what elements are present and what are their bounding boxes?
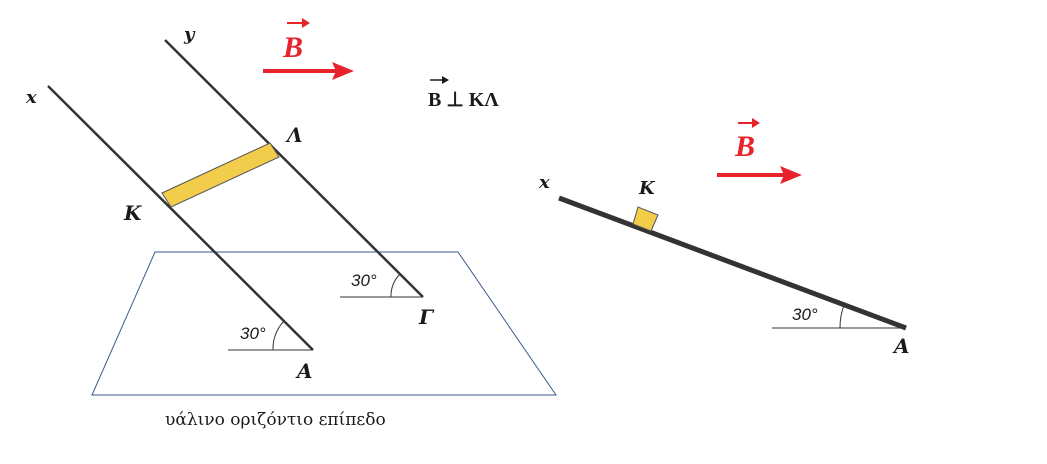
rail-y xyxy=(164,39,424,298)
label-gamma: Γ xyxy=(418,305,435,329)
rod-kl xyxy=(161,142,280,208)
label-k-right: K xyxy=(638,178,656,199)
angle-label-g: 30° xyxy=(351,271,377,290)
angle-arc-right xyxy=(839,304,845,329)
field-symbol-right: B xyxy=(734,130,755,163)
label-k-left: K xyxy=(123,201,143,225)
angle-label-a-right: 30° xyxy=(792,305,818,324)
label-lambda: Λ xyxy=(285,123,303,147)
vector-overarrow-right xyxy=(738,118,760,128)
angle-arc-g xyxy=(390,273,401,298)
condition-text: B ⊥ ΚΛ xyxy=(428,89,499,111)
plane-caption: υάλινο οριζόντιο επίπεδο xyxy=(165,410,386,430)
field-arrow-right xyxy=(717,166,802,184)
field-symbol-left: B xyxy=(282,31,303,64)
label-a-right: A xyxy=(892,334,910,358)
condition-overarrow xyxy=(430,76,449,84)
label-x-right: x xyxy=(538,172,550,193)
label-x-left: x xyxy=(25,87,37,108)
field-arrow-left xyxy=(263,62,354,80)
rod-k-side xyxy=(632,206,659,232)
angle-arc-a xyxy=(272,320,285,351)
glass-plane xyxy=(91,251,557,396)
incline-rail xyxy=(558,195,907,331)
angle-label-a-left: 30° xyxy=(240,324,266,343)
vector-overarrow-left xyxy=(287,18,310,28)
label-y: y xyxy=(183,24,196,45)
label-a-left: A xyxy=(295,359,313,383)
rail-x xyxy=(47,85,314,351)
